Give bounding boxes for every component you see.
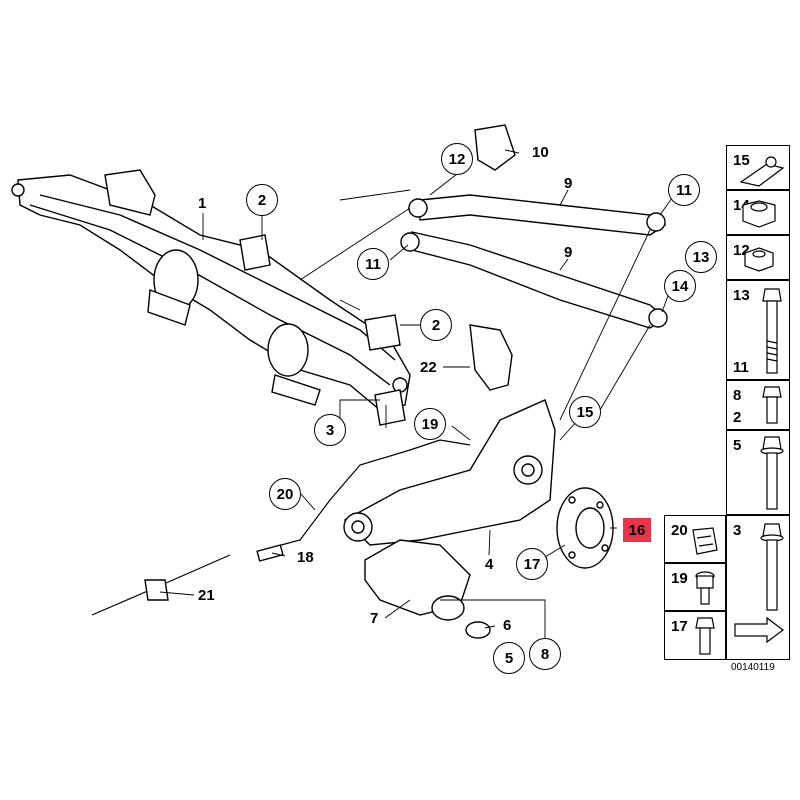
panel-label: 20 bbox=[671, 522, 688, 539]
callout-17: 17 bbox=[516, 548, 548, 580]
callout-1: 1 bbox=[198, 195, 207, 212]
callout-11-left: 11 bbox=[357, 248, 389, 280]
cable-clip-icon bbox=[692, 527, 718, 555]
callout-16-highlighted: 16 bbox=[623, 518, 651, 542]
callout-4: 4 bbox=[485, 556, 494, 573]
hex-nut-icon bbox=[744, 247, 774, 272]
bracket-shape bbox=[474, 124, 516, 171]
callout-13: 13 bbox=[685, 241, 717, 273]
callout-5: 5 bbox=[493, 642, 525, 674]
panel-label: 3 bbox=[733, 522, 742, 539]
short-bolt-icon bbox=[762, 386, 782, 424]
panel-cell: 14 bbox=[726, 190, 790, 235]
subframe-shape bbox=[11, 169, 411, 426]
bracket-22-shape bbox=[469, 324, 513, 391]
panel-label: 11 bbox=[733, 359, 749, 376]
torx-bolt-icon bbox=[695, 571, 715, 605]
callout-8: 8 bbox=[529, 638, 561, 670]
bushing-shape bbox=[431, 595, 465, 621]
panel-cell: 19 bbox=[664, 563, 726, 611]
flange-bolt-icon bbox=[760, 436, 784, 510]
long-flange-bolt-icon bbox=[734, 523, 784, 644]
panel-cell: 5 bbox=[726, 430, 790, 515]
callout-7: 7 bbox=[370, 610, 379, 627]
panel-cell: 12 bbox=[726, 235, 790, 280]
panel-label: 15 bbox=[733, 152, 750, 169]
callout-9-lower: 9 bbox=[564, 244, 573, 261]
sensor-shape bbox=[256, 544, 284, 562]
panel-label: 19 bbox=[671, 570, 688, 587]
trailing-arm-shape bbox=[343, 399, 556, 546]
control-arms-shape bbox=[400, 194, 668, 329]
callout-12: 12 bbox=[441, 143, 473, 175]
panel-cell: 15 bbox=[726, 145, 790, 190]
panel-cell: 20 bbox=[664, 515, 726, 563]
callout-22: 22 bbox=[420, 359, 437, 376]
callout-15: 15 bbox=[569, 396, 601, 428]
long-bolt-icon bbox=[762, 288, 782, 374]
hex-bolt-icon bbox=[695, 617, 715, 655]
washer-shape bbox=[465, 621, 491, 639]
diagram-id: 00140119 bbox=[731, 662, 775, 673]
panel-label: 2 bbox=[733, 409, 742, 426]
panel-label: 13 bbox=[733, 287, 750, 304]
callout-21: 21 bbox=[198, 587, 215, 604]
callout-20: 20 bbox=[269, 478, 301, 510]
panel-cell: 13 11 bbox=[726, 280, 790, 380]
callout-10: 10 bbox=[532, 144, 549, 161]
clip-icon bbox=[739, 156, 785, 187]
callout-2-right: 2 bbox=[420, 309, 452, 341]
panel-cell: 3 bbox=[726, 515, 790, 660]
callout-11-right: 11 bbox=[668, 174, 700, 206]
callout-19: 19 bbox=[414, 408, 446, 440]
panel-label: 17 bbox=[671, 618, 688, 635]
callout-9-upper: 9 bbox=[564, 175, 573, 192]
callout-6: 6 bbox=[503, 617, 512, 634]
sensor-cable-shape bbox=[269, 439, 471, 549]
callout-3: 3 bbox=[314, 414, 346, 446]
callout-18: 18 bbox=[297, 549, 314, 566]
wheel-hub-shape bbox=[556, 487, 614, 569]
panel-label: 5 bbox=[733, 437, 742, 454]
callout-14: 14 bbox=[664, 270, 696, 302]
panel-cell: 17 bbox=[664, 611, 726, 660]
panel-label: 8 bbox=[733, 387, 742, 404]
collar-nut-icon bbox=[742, 200, 776, 228]
callout-2-top: 2 bbox=[246, 184, 278, 216]
panel-cell: 8 2 bbox=[726, 380, 790, 430]
